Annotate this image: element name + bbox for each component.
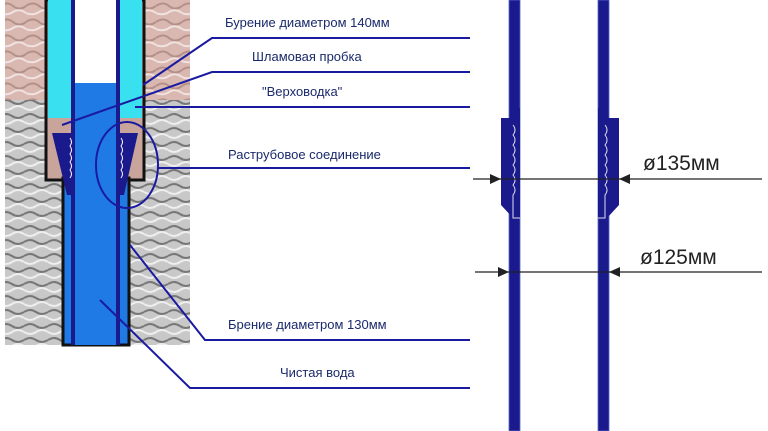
label-drill-140: Бурение диаметром 140мм [225, 15, 390, 30]
label-drill-130: Брение диаметром 130мм [228, 317, 387, 332]
socket-left-wall [501, 108, 520, 218]
socket-left [52, 133, 73, 195]
leader-drill-130 [129, 244, 470, 341]
thread-detail-left [512, 124, 520, 219]
socket-right [118, 133, 138, 195]
leader-clean-water [99, 299, 470, 389]
leader-lines [61, 37, 470, 389]
thread-right [120, 137, 123, 179]
label-sludge-plug: Шламовая пробка [252, 49, 362, 64]
leader-drill-140 [142, 37, 470, 86]
thread-left [69, 137, 72, 179]
label-socket-joint: Раструбовое соединение [228, 147, 381, 162]
dimension-pipe: ø125мм [640, 246, 717, 269]
arrow-left-icon [619, 174, 630, 184]
arrow-left-icon [609, 267, 620, 277]
label-clean-water: Чистая вода [280, 365, 355, 380]
leader-sludge-plug [61, 71, 470, 126]
borehole-section [5, 0, 190, 347]
pipe-joint-detail [473, 0, 762, 431]
arrow-right-icon [498, 267, 509, 277]
arrow-right-icon [490, 174, 501, 184]
dimension-socket: ø135мм [643, 152, 720, 175]
thread-detail-right [598, 124, 608, 219]
label-perched-water: "Верховодка" [262, 84, 343, 99]
pipe-air [74, 0, 116, 83]
socket-highlight [95, 121, 159, 209]
socket-right-wall [598, 108, 619, 218]
